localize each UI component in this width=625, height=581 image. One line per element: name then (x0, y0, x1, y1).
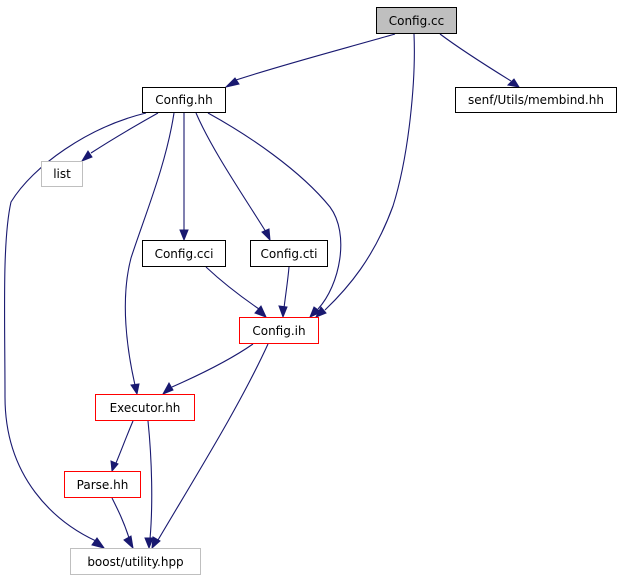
node-config-cti[interactable]: Config.cti (250, 240, 328, 267)
edge-config-cci-to-config-ih (205, 266, 267, 318)
node-config-cc[interactable]: Config.cc (376, 7, 457, 34)
edge-config-hh-to-config-ih (207, 112, 342, 318)
edge-config-hh-to-list (80, 112, 159, 163)
edge-config-cc-to-config-ih (314, 33, 415, 318)
edge-parse-hh-to-boost-utility (111, 497, 134, 550)
edge-config-ih-to-executor-hh (161, 343, 254, 395)
node-boost-utility-hpp: boost/utility.hpp (70, 548, 201, 575)
edge-executor-hh-to-boost-utility (144, 420, 154, 550)
node-config-ih[interactable]: Config.ih (239, 317, 319, 344)
edge-config-cc-to-config-hh (224, 33, 396, 88)
edge-config-hh-to-config-cti (195, 112, 271, 242)
edge-config-ih-to-boost-utility (151, 343, 269, 550)
node-senf-utils-membind-hh[interactable]: senf/Utils/membind.hh (455, 87, 617, 113)
node-list: list (41, 161, 83, 187)
edge-config-cc-to-membind-hh (439, 33, 521, 88)
edge-config-hh-to-boost-utility (3, 112, 147, 549)
node-parse-hh[interactable]: Parse.hh (64, 471, 141, 498)
node-config-hh[interactable]: Config.hh (142, 87, 226, 113)
edge-executor-hh-to-parse-hh (110, 420, 134, 473)
edge-config-cti-to-config-ih (278, 266, 290, 319)
node-executor-hh[interactable]: Executor.hh (95, 394, 195, 421)
edge-config-hh-to-executor-hh (124, 112, 175, 396)
node-config-cci[interactable]: Config.cci (142, 240, 226, 267)
edge-config-hh-to-config-cci (179, 113, 189, 242)
